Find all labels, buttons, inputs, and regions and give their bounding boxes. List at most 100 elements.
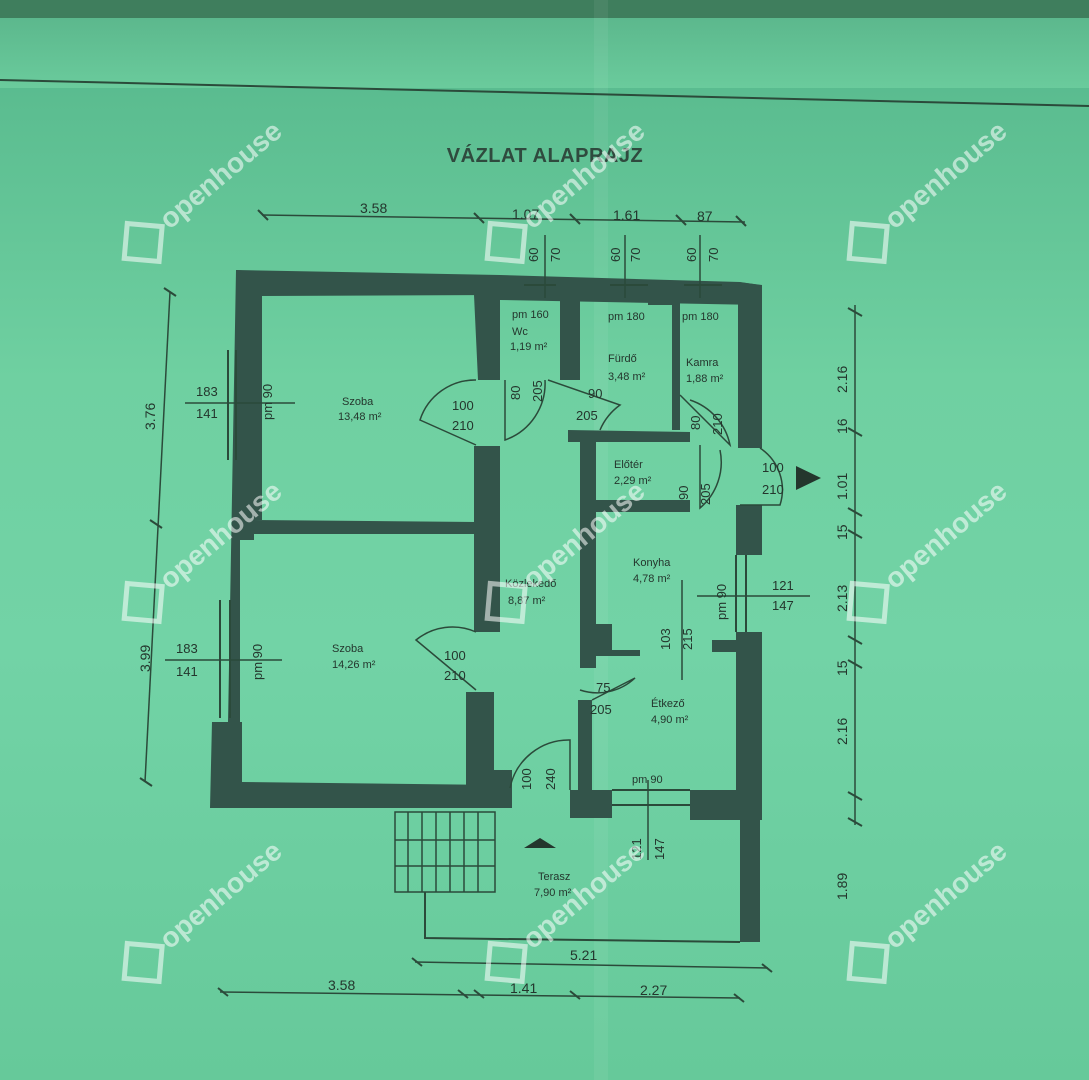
wall-right-mid xyxy=(736,505,762,555)
terasz-name: Terasz xyxy=(538,871,570,883)
openhouse-logo-icon xyxy=(846,580,890,625)
wall-corridor-left-lower xyxy=(466,692,494,808)
szoba2-name: Szoba xyxy=(332,643,364,655)
door4-w: 80 xyxy=(688,416,703,430)
win4-a: 121 xyxy=(629,838,644,860)
dim-top-1: 3.58 xyxy=(360,200,387,216)
win2-pm: pm 90 xyxy=(250,644,265,680)
wall-eloter-top xyxy=(568,430,690,442)
door8-h: 205 xyxy=(590,702,612,717)
kamra-name: Kamra xyxy=(686,357,719,369)
furdo-area: 3,48 m² xyxy=(608,371,646,383)
wall-wc-left xyxy=(474,295,500,380)
openhouse-logo-icon xyxy=(484,220,528,265)
openhouse-logo-icon xyxy=(121,940,165,985)
wall-wc-right xyxy=(560,282,580,380)
win-wc-a: 60 xyxy=(526,248,541,262)
wall-kitchen-left xyxy=(580,442,596,668)
openhouse-logo-icon xyxy=(846,940,890,985)
wc-pm: pm 160 xyxy=(512,309,549,321)
konyha-name: Konyha xyxy=(633,557,671,569)
wall-bottom-right xyxy=(690,790,760,820)
etkezo-area: 4,90 m² xyxy=(651,714,689,726)
dim-right-2: 16 xyxy=(834,418,850,434)
dim-right-7: 2.16 xyxy=(834,718,850,745)
terasz-area: 7,90 m² xyxy=(534,887,572,899)
kamra-area: 1,88 m² xyxy=(686,373,724,385)
terrace-arrow xyxy=(524,838,556,848)
eloter-area: 2,29 m² xyxy=(614,475,652,487)
door9-w: 100 xyxy=(519,768,534,790)
dim-left-1: 3.76 xyxy=(142,403,158,430)
win-kamra-a: 60 xyxy=(684,248,699,262)
openhouse-logo-icon xyxy=(121,580,165,625)
win-wc-b: 70 xyxy=(548,248,563,262)
wall-corridor-left xyxy=(474,446,500,632)
wall-bottom-left xyxy=(210,722,500,808)
door9-h: 240 xyxy=(543,768,558,790)
door7-w: 100 xyxy=(444,648,466,663)
background-shadow-band xyxy=(0,0,1089,22)
wc-name: Wc xyxy=(512,326,528,338)
dim-top-2: 1.07 xyxy=(512,206,539,222)
door7-h: 210 xyxy=(444,668,466,683)
furdo-pm: pm 180 xyxy=(608,311,645,323)
door5-w: 90 xyxy=(676,486,691,500)
win3-b: 147 xyxy=(772,598,794,613)
eloter-name: Előtér xyxy=(614,459,643,471)
win-bath-a: 60 xyxy=(608,248,623,262)
door3-w: 90 xyxy=(588,386,602,401)
openhouse-logo-icon xyxy=(484,580,528,625)
door10-w: 103 xyxy=(658,628,673,650)
door8-w: 75 xyxy=(596,680,610,695)
dim-bottom-2: 1.41 xyxy=(510,980,537,996)
win1-pm: pm 90 xyxy=(260,384,275,420)
win2-a: 183 xyxy=(176,641,198,656)
szoba1-area: 13,48 m² xyxy=(338,411,382,423)
door-arc-furdo xyxy=(547,379,622,431)
door-arc-terasz xyxy=(509,739,571,790)
dimension-ticks xyxy=(139,209,863,1003)
door2-h: 205 xyxy=(530,380,545,402)
wall-top-left xyxy=(236,270,500,296)
dim-left-2: 3.99 xyxy=(137,645,153,672)
openhouse-logo-icon xyxy=(484,940,528,985)
win3-a: 121 xyxy=(772,578,794,593)
entrance-arrow xyxy=(796,466,821,490)
wall-kitchen-nub xyxy=(596,624,640,656)
wall-bottom-mid xyxy=(570,790,612,818)
szoba1-name: Szoba xyxy=(342,396,374,408)
wall-entry-left xyxy=(494,770,512,808)
door6-h: 210 xyxy=(762,482,784,497)
dim-bottom-1: 3.58 xyxy=(328,977,355,993)
door-arc-szoba2 xyxy=(414,626,477,691)
win1-a: 183 xyxy=(196,384,218,399)
etkezo-name: Étkező xyxy=(651,697,685,710)
furdo-name: Fürdő xyxy=(608,353,637,365)
wall-kitchen-right-stub xyxy=(712,640,740,652)
door-arc-entrance xyxy=(740,447,784,506)
door1-h: 210 xyxy=(452,418,474,433)
win2-b: 141 xyxy=(176,664,198,679)
wall-bath-right xyxy=(648,282,680,305)
dim-top-4: 87 xyxy=(697,208,713,224)
paper-top-edge xyxy=(0,18,1089,88)
dim-right-1: 2.16 xyxy=(834,366,850,393)
openhouse-logo-icon xyxy=(846,220,890,265)
dim-bottom-total: 5.21 xyxy=(570,947,597,963)
sheet-border-line xyxy=(0,79,1089,107)
win4-b: 147 xyxy=(652,838,667,860)
dim-right-6: 15 xyxy=(834,660,850,676)
door4-h: 210 xyxy=(710,413,725,435)
wall-right-lower xyxy=(736,632,762,820)
door10-h: 215 xyxy=(680,628,695,650)
win3-pm: pm 90 xyxy=(714,584,729,620)
wall-bath-kamra xyxy=(672,305,680,430)
dim-right-5: 2.13 xyxy=(834,585,850,612)
door6-w: 100 xyxy=(762,460,784,475)
door5-h: 205 xyxy=(698,483,713,505)
door-arc-wc xyxy=(504,379,546,442)
door-swings xyxy=(414,379,784,790)
